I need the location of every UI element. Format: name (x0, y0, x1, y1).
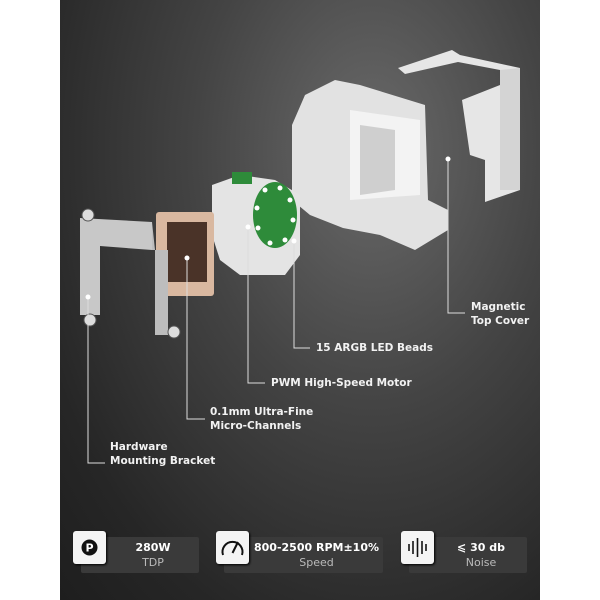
spec-value: 800-2500 RPM±10% (254, 541, 379, 554)
mounting-bracket (80, 208, 181, 339)
callout-text: 0.1mm Ultra-Fine (210, 406, 314, 418)
sound-wave-icon (401, 531, 434, 564)
pump-housing (292, 80, 448, 250)
callout-text: Micro-Channels (210, 420, 302, 432)
callout-text: Hardware (110, 441, 168, 453)
callout-pwm-motor: PWM High-Speed Motor (271, 377, 412, 389)
svg-text:P: P (85, 542, 93, 555)
power-p-icon: P (73, 531, 106, 564)
speedometer-icon (216, 531, 249, 564)
spec-label: Noise (465, 556, 497, 569)
callout-argb-led-beads: 15 ARGB LED Beads (316, 342, 433, 354)
spec-label: TDP (142, 556, 164, 569)
spec-speed: 800-2500 RPM±10% Speed (224, 537, 383, 573)
magnetic-top-cover (398, 50, 520, 202)
pwm-motor (212, 172, 300, 275)
callout-text: Top Cover (471, 315, 530, 327)
callout-text: Mounting Bracket (110, 455, 216, 467)
spec-value: ⩽ 30 db (457, 541, 505, 554)
spec-label: Speed (299, 556, 334, 569)
cold-plate (156, 212, 214, 296)
callout-lines (87, 159, 465, 464)
callout-dots (85, 156, 451, 300)
callout-text: Magnetic (471, 301, 526, 313)
product-illustration (80, 50, 520, 464)
spec-value: 280W (135, 541, 171, 554)
